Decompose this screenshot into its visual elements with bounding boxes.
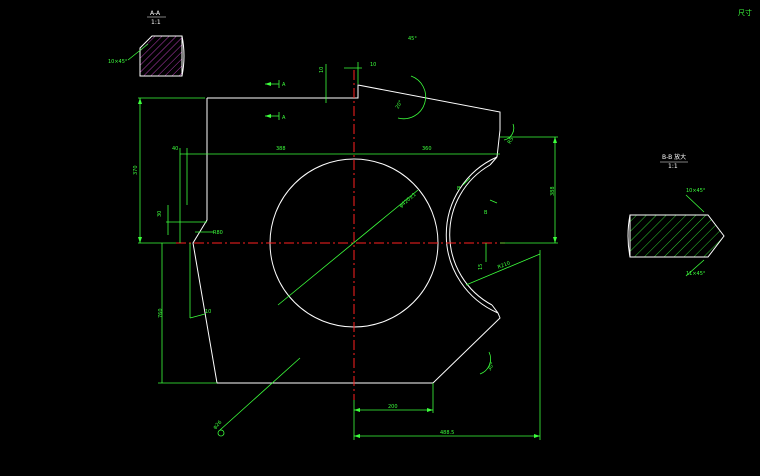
dim-phi-26: φ26: [212, 420, 223, 431]
section-aa-title: A-A: [150, 10, 161, 17]
dim-angle-20: 20°: [395, 99, 405, 110]
section-bb-scale: 1:1: [668, 163, 678, 170]
section-aa-chamfer: 10×45°: [108, 59, 128, 65]
dim-388-vertical: 388: [550, 186, 556, 196]
arrowheads: [138, 82, 557, 438]
section-aa: A-A 1:1 10×45°: [108, 10, 185, 77]
dim-360: 360: [422, 146, 432, 152]
dim-angle-30: 30°: [487, 361, 497, 372]
corner-label: 尺寸: [738, 8, 752, 17]
dim-370: 370: [133, 165, 139, 175]
dim-10-a: 10: [319, 67, 325, 73]
section-aa-scale: 1:1: [151, 19, 161, 26]
section-bb-chamfer-bottom: 11×45°: [686, 271, 706, 277]
dim-diameter-420: φ420±1: [398, 192, 417, 210]
section-bb-title: B-B 放大: [662, 153, 686, 161]
dim-30: 30: [157, 211, 163, 217]
dim-r5: R5: [507, 136, 516, 145]
section-mark-a-bottom: A: [282, 115, 286, 121]
dim-r80: R80: [213, 230, 223, 236]
dim-15: 15: [478, 264, 484, 270]
dim-10-c: 10: [205, 309, 211, 315]
dim-760: 760: [158, 308, 164, 318]
dimension-lines: [138, 62, 558, 440]
section-bb: B-B 放大 1:1 10×45° 11×45°: [627, 153, 725, 277]
centerlines: [176, 70, 505, 400]
dim-488-5: 488.5: [440, 430, 454, 436]
dim-r210: R210: [497, 260, 511, 270]
dim-200: 200: [388, 404, 398, 410]
dim-10-b: 10: [370, 62, 376, 68]
part-outline: [192, 84, 501, 384]
section-mark-a-top: A: [282, 82, 286, 88]
dim-388-horizontal: 388: [276, 146, 286, 152]
dimension-text: 10 10 40 388 360 370 388 30 R80 760 10 φ…: [133, 36, 556, 436]
section-mark-b-bottom: B: [484, 210, 488, 216]
dim-angle-45: 45°: [408, 36, 417, 42]
dim-40: 40: [172, 146, 178, 152]
section-mark-b-top: B: [457, 186, 461, 192]
section-bb-chamfer-top: 10×45°: [686, 188, 706, 194]
